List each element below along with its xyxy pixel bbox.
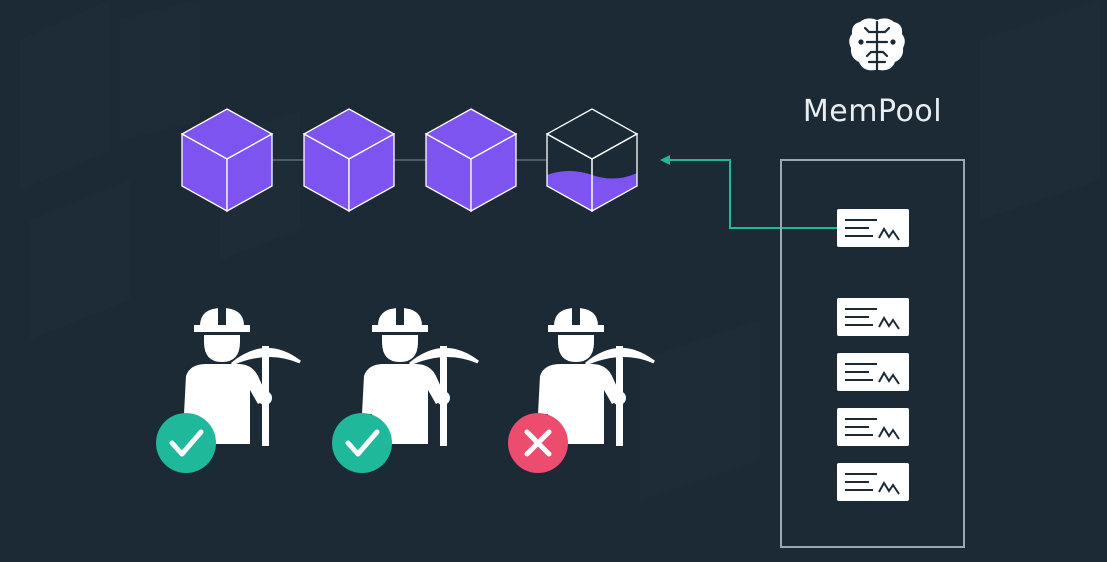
x-icon [508,413,568,473]
transaction-selected [836,208,910,248]
transaction-pending [836,407,910,447]
transaction-pending [836,297,910,337]
arrow-head-icon [660,155,670,165]
miner-3 [508,306,656,473]
brain-icon [849,18,905,72]
blockchain [181,108,638,212]
miners [156,306,656,473]
checkmark-icon [332,413,392,473]
miner-2 [332,306,480,473]
transaction-pending [836,462,910,502]
block-3 [425,108,517,212]
block-2 [303,108,395,212]
transaction-pending [836,352,910,392]
mempool-box [780,159,965,548]
miner-1 [156,306,302,473]
mempool [780,18,965,548]
transaction-connector [660,155,838,229]
checkmark-icon [156,413,216,473]
block-filling [546,108,638,212]
mempool-label: MemPool [802,94,943,129]
